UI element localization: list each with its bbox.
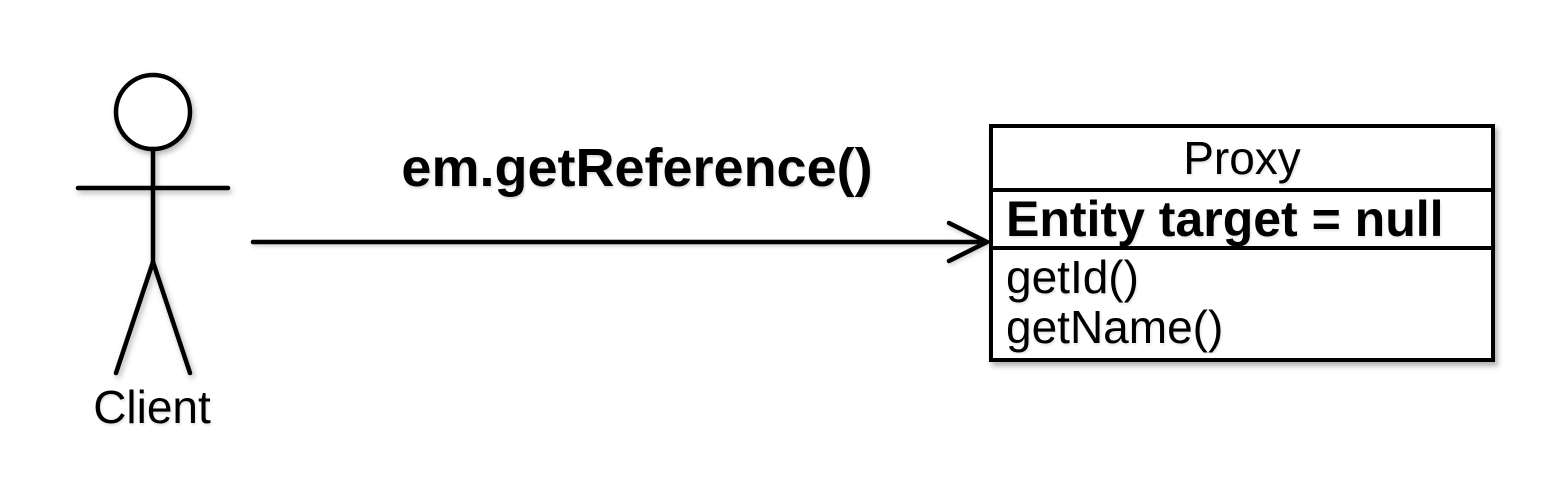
actor-left-leg [113, 259, 156, 376]
class-attribute: Entity target = null [1006, 191, 1444, 246]
arrow-head [946, 220, 993, 264]
message-arrow-icon [250, 220, 993, 264]
class-box-proxy: Proxy Entity target = null getId() getNa… [989, 124, 1495, 362]
actor-label: Client [93, 381, 211, 433]
message-label: em.getReference() [401, 138, 873, 198]
class-method: getId() [1006, 251, 1139, 303]
actor-icon [75, 72, 231, 376]
class-method: getName() [1006, 301, 1224, 353]
actor-head [113, 72, 193, 152]
actor-right-leg [150, 259, 193, 376]
class-attributes-compartment: Entity target = null [993, 188, 1491, 246]
class-methods-compartment: getId() getName() [993, 246, 1491, 354]
class-title: Proxy [1183, 132, 1301, 184]
